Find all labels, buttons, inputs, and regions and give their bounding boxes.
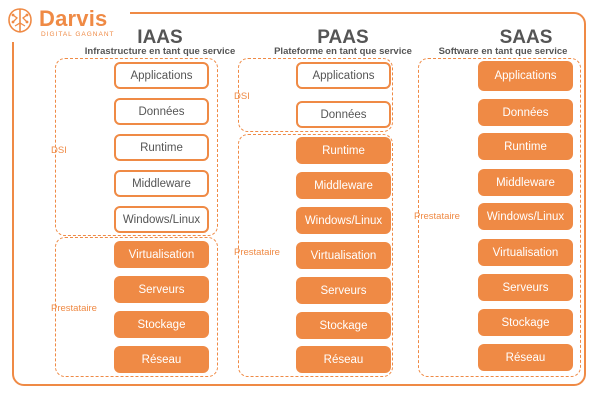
iaas-title: IAAS [137, 27, 183, 48]
paas-box-windows-linux: Windows/Linux [296, 207, 391, 234]
paas-box-middleware: Middleware [296, 172, 391, 199]
saas-box-runtime: Runtime [478, 133, 573, 160]
saas-box-serveurs: Serveurs [478, 274, 573, 301]
logo: Darvis DIGITAL GAGNANT [5, 4, 130, 42]
saas-title: SAAS [499, 27, 553, 48]
paas-box-applications: Applications [296, 62, 391, 89]
paas-box-stockage: Stockage [296, 312, 391, 339]
iaas-box-stockage: Stockage [114, 311, 209, 338]
paas-dsi-label: DSI [234, 91, 250, 102]
saas-subtitle: Software en tant que service [438, 46, 568, 57]
iaas-box-reseau: Réseau [114, 346, 209, 373]
saas-box-applications: Applications [478, 61, 573, 91]
paas-title: PAAS [317, 27, 369, 48]
paas-box-reseau: Réseau [296, 346, 391, 373]
saas-box-stockage: Stockage [478, 309, 573, 336]
iaas-prestataire-group [55, 237, 218, 377]
paas-box-virtualisation: Virtualisation [296, 242, 391, 269]
diagram-frame [12, 12, 586, 386]
paas-box-donnees: Données [296, 101, 391, 128]
saas-box-reseau: Réseau [478, 344, 573, 371]
iaas-box-windows-linux: Windows/Linux [114, 206, 209, 233]
saas-box-donnees: Données [478, 99, 573, 126]
paas-box-runtime: Runtime [296, 137, 391, 164]
iaas-dsi-group [55, 58, 218, 236]
logo-brand: Darvis [39, 6, 108, 31]
saas-prestataire-group [418, 58, 581, 377]
saas-box-virtualisation: Virtualisation [478, 239, 573, 266]
paas-subtitle: Plateforme en tant que service [274, 46, 412, 57]
iaas-prestataire-label: Prestataire [51, 303, 97, 314]
saas-prestataire-label: Prestataire [414, 211, 460, 222]
iaas-subtitle: Infrastructure en tant que service [84, 46, 236, 57]
iaas-box-runtime: Runtime [114, 134, 209, 161]
iaas-box-middleware: Middleware [114, 170, 209, 197]
paas-prestataire-group [238, 134, 393, 377]
brain-icon [8, 8, 32, 33]
iaas-box-serveurs: Serveurs [114, 276, 209, 303]
paas-box-serveurs: Serveurs [296, 277, 391, 304]
iaas-dsi-label: DSI [51, 145, 67, 156]
paas-dsi-group [238, 58, 393, 132]
saas-box-middleware: Middleware [478, 169, 573, 196]
logo-tagline: DIGITAL GAGNANT [41, 31, 115, 38]
saas-box-windows-linux: Windows/Linux [478, 203, 573, 230]
paas-prestataire-label: Prestataire [234, 247, 280, 258]
iaas-box-donnees: Données [114, 98, 209, 125]
iaas-box-applications: Applications [114, 62, 209, 89]
iaas-box-virtualisation: Virtualisation [114, 241, 209, 268]
